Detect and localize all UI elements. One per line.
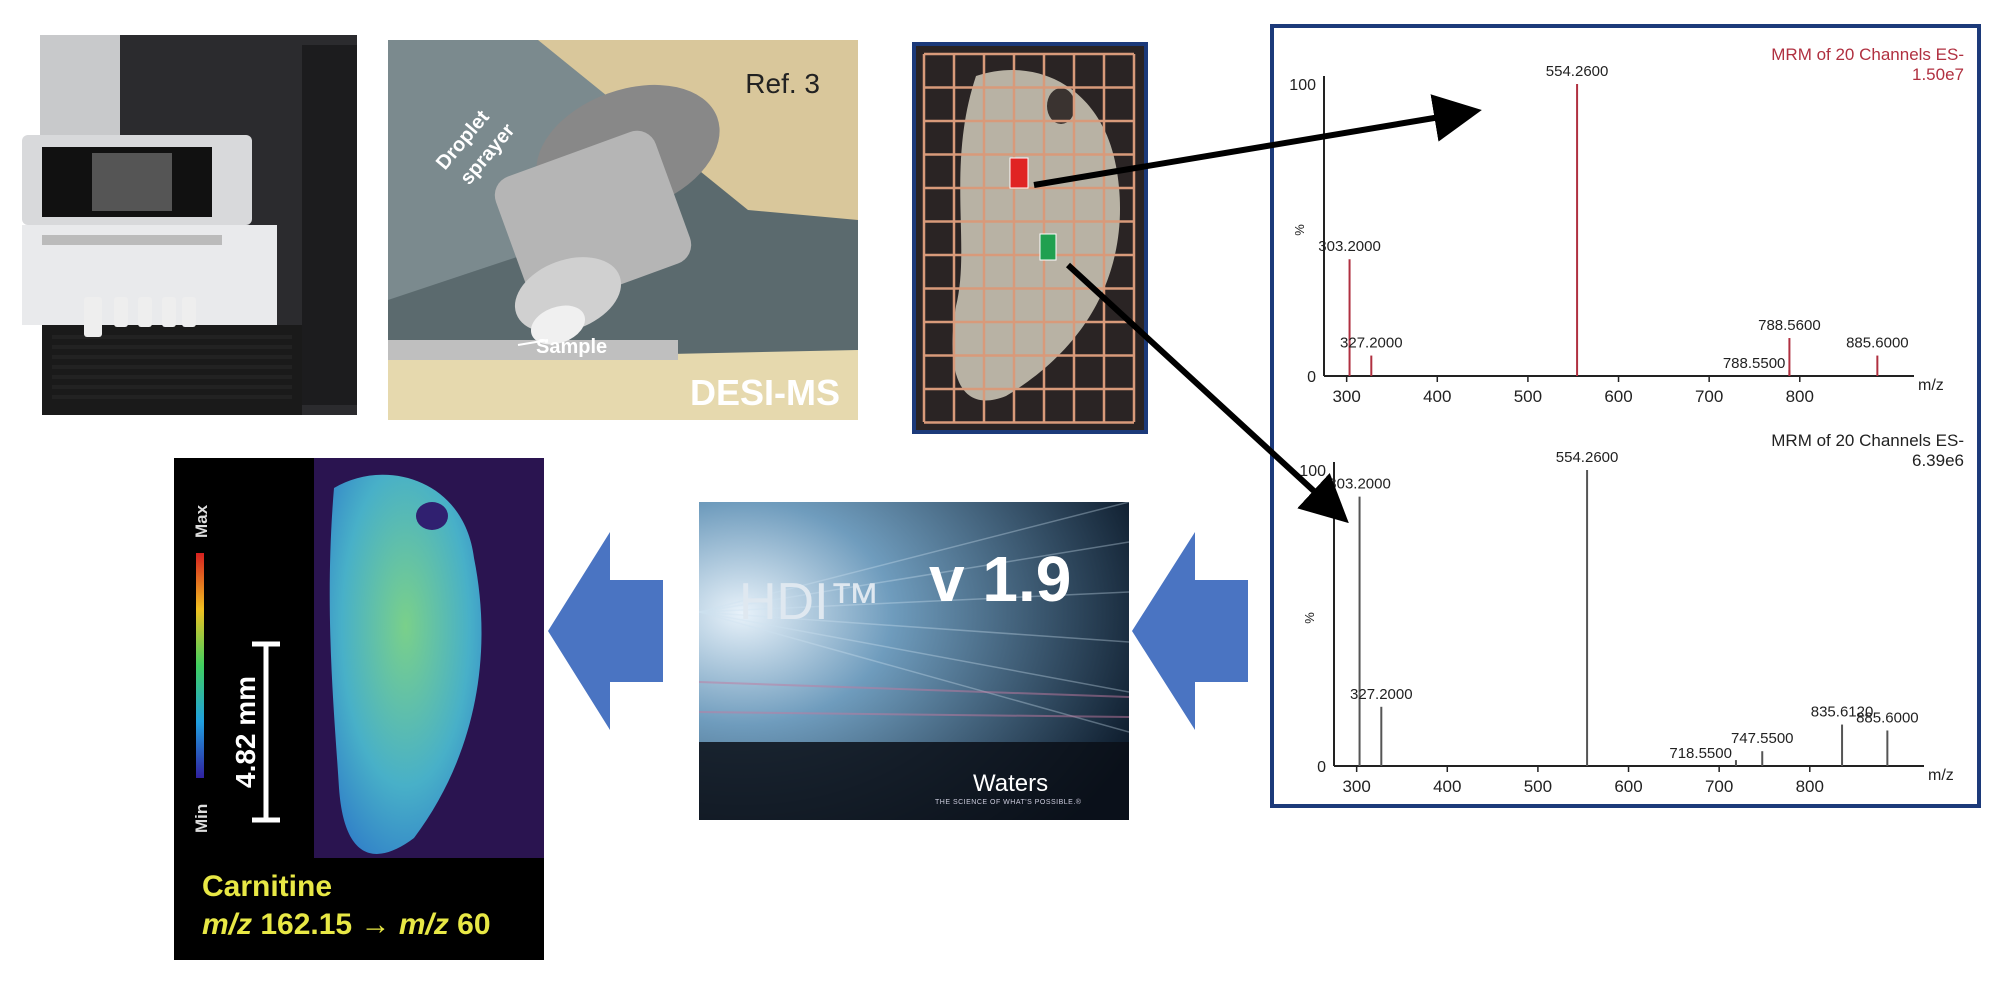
arrow-green-to-bottom-spectrum — [1065, 262, 1349, 524]
spectrum-intensity: 6.39e6 — [1912, 451, 1964, 470]
spectrum-intensity: 1.50e7 — [1912, 65, 1964, 84]
x-tick-label: 400 — [1433, 777, 1461, 796]
desi-ms-photo: Ref. 3 Droplet sprayer Sample DESI-MS — [388, 40, 858, 420]
peak-label: 885.6000 — [1846, 335, 1909, 352]
x-tick-label: 300 — [1332, 387, 1360, 406]
x-tick-label: 500 — [1514, 387, 1542, 406]
y-top-label: 100 — [1289, 77, 1316, 94]
peak-label: 885.6000 — [1856, 709, 1919, 726]
desi-ms-title: DESI-MS — [689, 372, 840, 413]
hdi-version: v 1.9 — [929, 543, 1072, 615]
peak-label: 718.5500 — [1669, 745, 1732, 762]
x-tick-label: 600 — [1614, 777, 1642, 796]
peak-label: 835.6120 — [1811, 704, 1874, 721]
x-tick-label: 800 — [1786, 387, 1814, 406]
peak-label: 327.2000 — [1340, 335, 1403, 352]
scale-min-label: Min — [192, 803, 211, 833]
hdi-name: HDI™ — [739, 573, 881, 631]
x-tick-label: 400 — [1423, 387, 1451, 406]
y-unit-label: % — [1292, 224, 1307, 236]
peak-label: 788.5500 — [1723, 355, 1786, 372]
reference-label: Ref. 3 — [745, 68, 820, 99]
transition-prefix-from: m/z — [202, 908, 253, 941]
color-scale-bar — [196, 553, 204, 778]
peak-label: 554.2600 — [1556, 449, 1619, 466]
transition-to: 60 — [457, 908, 491, 941]
waters-logo-text: Waters — [973, 770, 1049, 797]
peak-label: 554.2600 — [1546, 63, 1609, 80]
block-arrow-left — [548, 532, 663, 730]
block-arrow-right — [1132, 532, 1248, 730]
tissue-grid-panel — [912, 42, 1148, 434]
x-tick-label: 600 — [1604, 387, 1632, 406]
mrm-transition: m/z 162.15 → m/z 60 — [202, 908, 491, 942]
carnitine-ion-image: Max Min 4.82 mm Carnitine m/z 162.15 → m… — [174, 458, 544, 960]
waters-tagline: THE SCIENCE OF WHAT'S POSSIBLE.® — [935, 799, 1082, 806]
scale-max-label: Max — [192, 504, 211, 538]
spectrum-header: MRM of 20 Channels ES- — [1771, 431, 1964, 450]
peak-label: 303.2000 — [1318, 238, 1381, 255]
peak-label: 788.5600 — [1758, 317, 1821, 334]
top-spectrum: 100 0% m/z MRM of 20 Channels ES-1.50e7 300 4… — [1289, 45, 1964, 406]
mass-spectrometer-photo — [22, 35, 357, 415]
peak-label: 747.5500 — [1731, 730, 1794, 747]
transition-arrow: → — [360, 908, 391, 941]
x-tick-label: 700 — [1695, 387, 1723, 406]
x-tick-label: 800 — [1796, 777, 1824, 796]
transition-from: 162.15 — [260, 908, 353, 941]
arrow-red-to-top-spectrum — [1033, 94, 1482, 188]
y-zero-label: 0 — [1307, 369, 1316, 386]
y-unit-label: % — [1302, 612, 1317, 624]
x-tick-label: 700 — [1705, 777, 1733, 796]
x-unit-label: m/z — [1918, 377, 1944, 394]
transition-prefix-to: m/z — [398, 908, 449, 941]
hdi-software-splash: HDI™ v 1.9 Waters THE SCIENCE OF WHAT'S … — [699, 502, 1129, 820]
compound-name: Carnitine — [202, 870, 333, 903]
x-tick-label: 300 — [1342, 777, 1370, 796]
spectrum-header: MRM of 20 Channels ES- — [1771, 45, 1964, 64]
y-zero-label: 0 — [1317, 759, 1326, 776]
scale-bar-label: 4.82 mm — [230, 675, 261, 788]
peak-label: 327.2000 — [1350, 686, 1413, 703]
x-unit-label: m/z — [1928, 767, 1954, 784]
sample-label: Sample — [536, 336, 608, 358]
x-tick-label: 500 — [1524, 777, 1552, 796]
